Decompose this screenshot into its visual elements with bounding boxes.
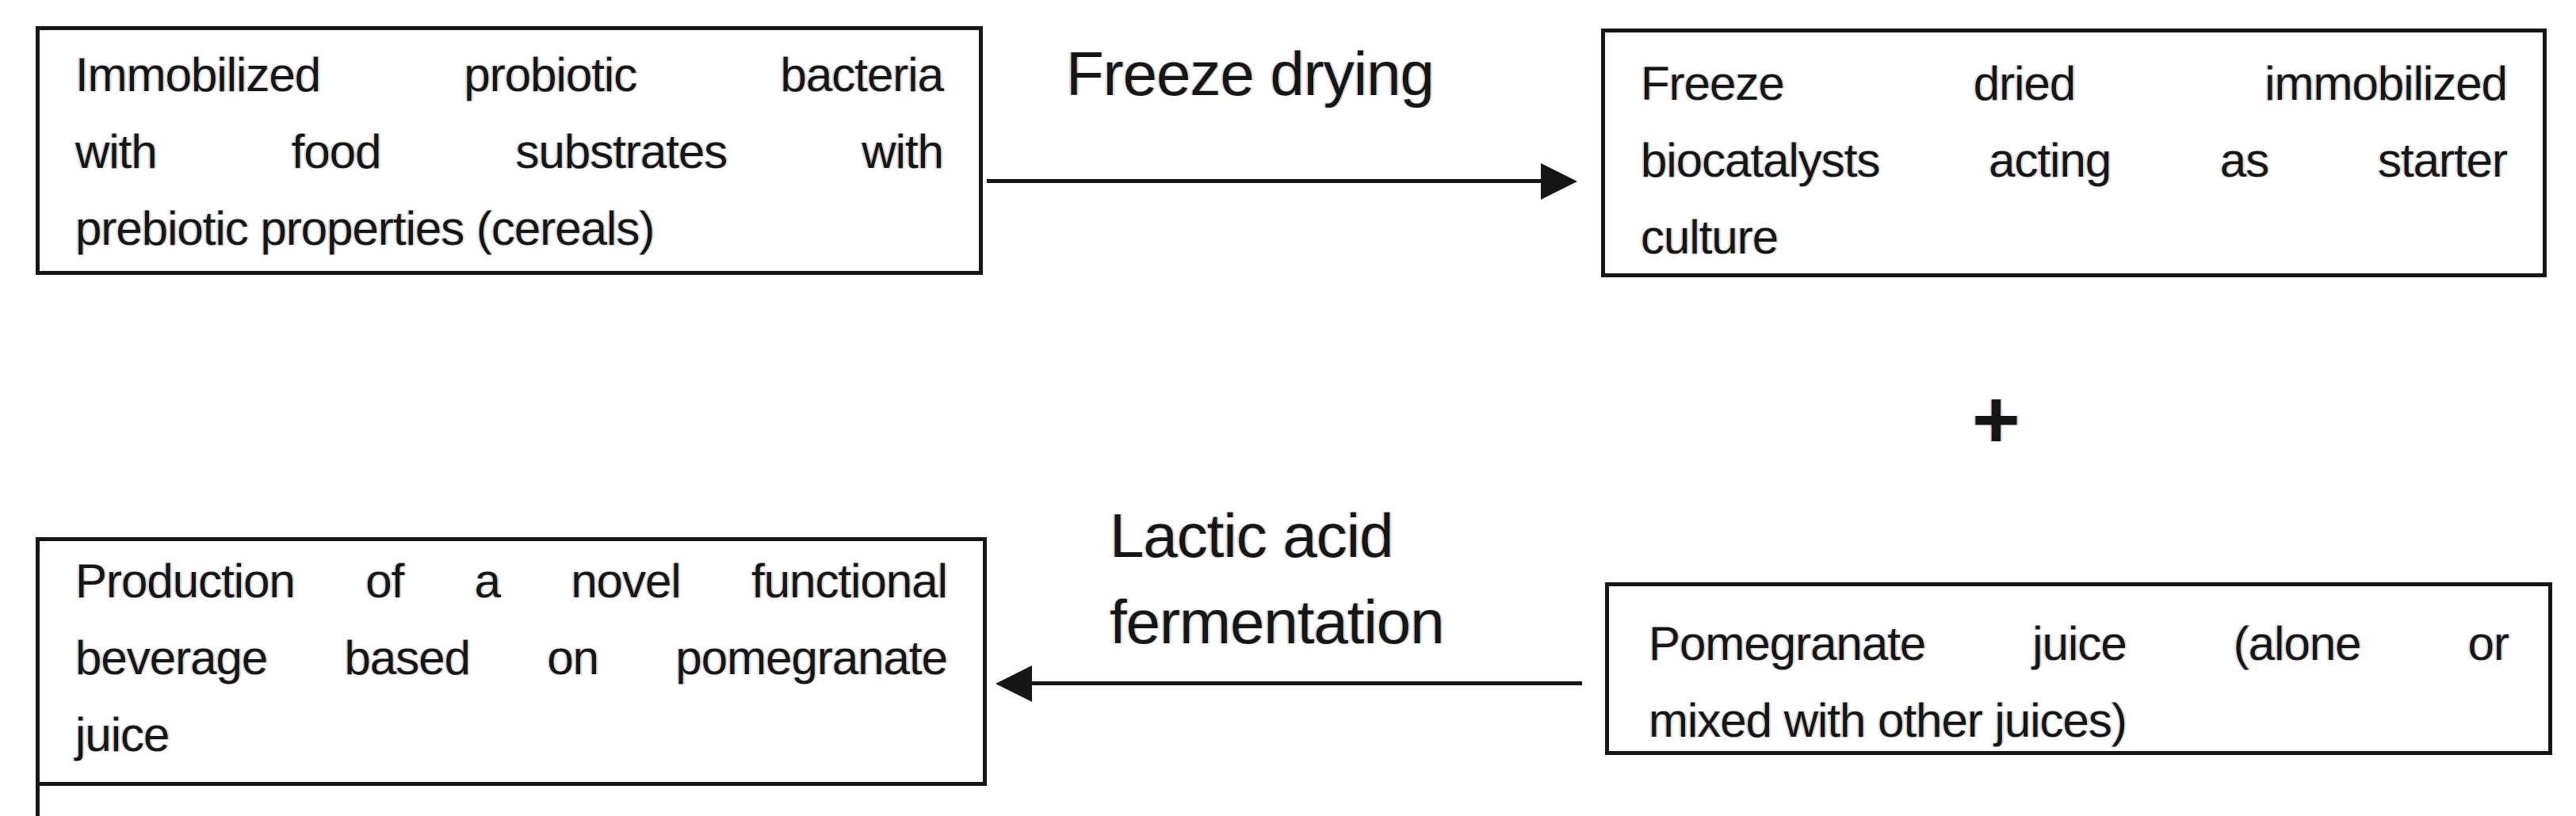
- text-line: biocatalysts acting as starter: [1641, 122, 2508, 199]
- word: on: [547, 631, 599, 684]
- word: of: [365, 555, 404, 608]
- word: Freeze: [1641, 57, 1785, 110]
- text-line: Freeze dried immobilized: [1641, 45, 2508, 122]
- word: food: [291, 125, 382, 178]
- text-line: culture: [1641, 211, 1779, 264]
- word: functional: [751, 555, 948, 608]
- text-line: Production of a novel functional: [75, 543, 948, 620]
- word: immobilized: [2265, 57, 2508, 110]
- freeze-drying-arrow-shaft: [987, 179, 1542, 183]
- word: with: [75, 125, 158, 178]
- word: as: [2219, 134, 2269, 187]
- word: with: [862, 125, 944, 178]
- word: pomegranate: [675, 631, 948, 684]
- word: (alone: [2233, 617, 2362, 670]
- word: beverage: [75, 631, 268, 684]
- text-line: Immobilized probiotic bacteria: [75, 36, 944, 113]
- box-production-functional-beverage: Production of a novel functional beverage base…: [36, 537, 987, 786]
- word: probiotic: [464, 48, 637, 101]
- text-line: with food substrates with: [75, 113, 944, 190]
- box-immobilized-bacteria: Immobilized probiotic bacteria with food subs…: [36, 26, 983, 275]
- word: bacteria: [780, 48, 944, 101]
- word: biocatalysts: [1641, 134, 1880, 187]
- border-overshoot-mark: [36, 786, 40, 816]
- word: substrates: [515, 125, 728, 178]
- text-line: juice: [75, 708, 170, 761]
- text-line: Pomegranate juice (alone or: [1649, 605, 2509, 682]
- word: dried: [1973, 57, 2076, 110]
- text-line: prebiotic properties (cereals): [75, 202, 655, 255]
- arrow-left-icon: [996, 665, 1032, 702]
- arrow-right-icon: [1541, 163, 1577, 200]
- word: starter: [2377, 134, 2508, 187]
- word: based: [344, 631, 471, 684]
- word: juice: [2032, 617, 2127, 670]
- box-pomegranate-juice: Pomegranate juice (alone or mixed with other…: [1605, 582, 2552, 755]
- word: acting: [1989, 134, 2112, 187]
- plus-sign: +: [1972, 374, 2020, 466]
- lactic-acid-fermentation-label: Lactic acid fermentation: [1110, 493, 1445, 665]
- lactic-acid-label-line1: Lactic acid: [1110, 501, 1394, 570]
- freeze-drying-label: Freeze drying: [1066, 39, 1435, 109]
- word: Pomegranate: [1649, 617, 1926, 670]
- word: Immobilized: [75, 48, 321, 101]
- word: or: [2467, 617, 2509, 670]
- word: novel: [571, 555, 681, 608]
- lactic-acid-arrow-shaft: [1030, 681, 1582, 685]
- word: Production: [75, 555, 296, 608]
- lactic-acid-label-line2: fermentation: [1110, 587, 1445, 657]
- text-line: beverage based on pomegranate: [75, 620, 948, 696]
- text-line: mixed with other juices): [1649, 694, 2127, 747]
- box-freeze-dried-biocatalysts: Freeze dried immobilized biocatalysts acting…: [1601, 29, 2547, 277]
- word: a: [474, 555, 501, 608]
